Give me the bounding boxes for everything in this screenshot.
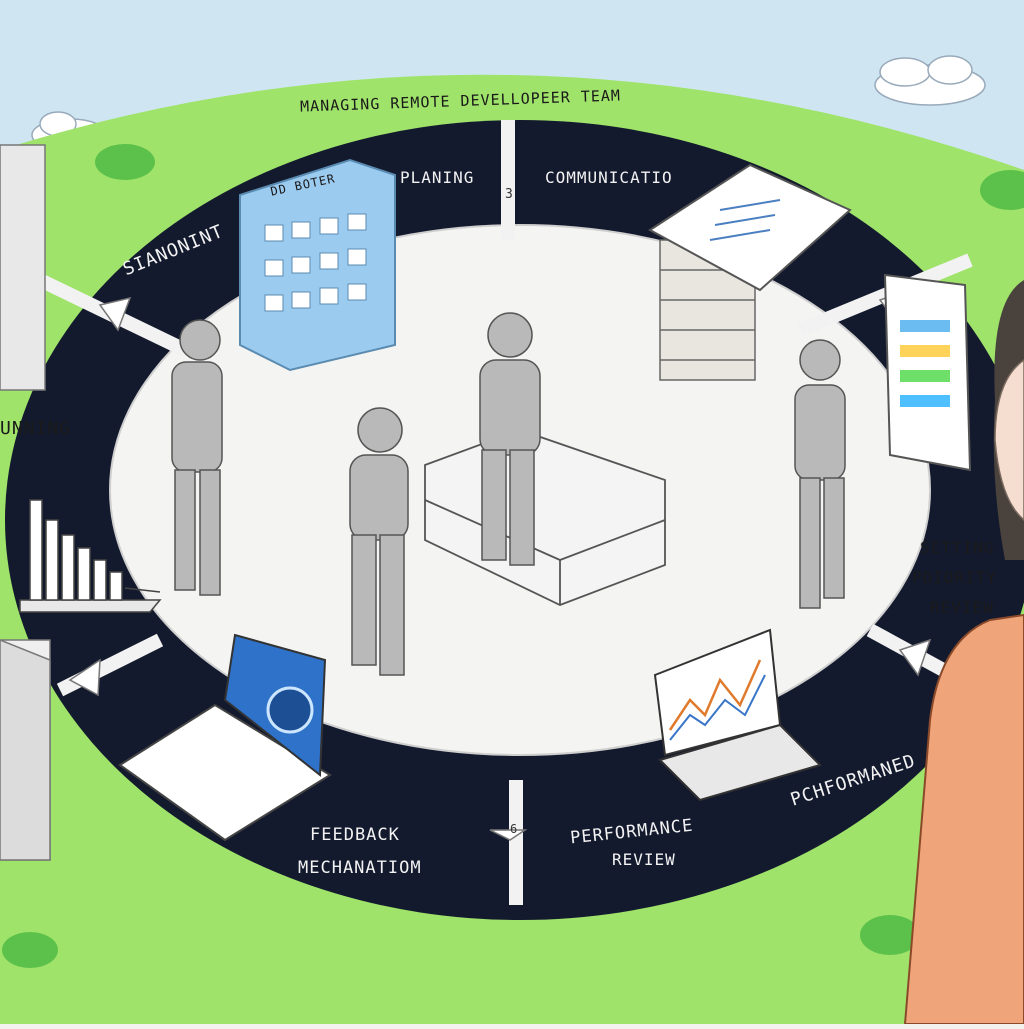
stage-label-review: REVIEW <box>930 598 994 617</box>
person-icon <box>479 312 541 566</box>
stage-label-communication: COMMUNICATIO <box>545 168 673 187</box>
person-icon <box>171 319 223 596</box>
person-icon <box>349 407 409 676</box>
laptop-icon <box>653 628 822 802</box>
step-marker: 3 <box>505 187 514 202</box>
laptop-icon <box>118 633 332 842</box>
clipboard-icon <box>648 163 852 292</box>
stage-label-priority: PDIORITY <box>912 568 998 587</box>
stage-label-setting: SETTING <box>920 538 995 557</box>
step-marker: 6 <box>510 822 519 836</box>
building-icon <box>0 144 51 861</box>
stage-label-planning: PLANING <box>400 168 475 187</box>
cloud-icon <box>874 55 986 106</box>
bush-icon <box>2 144 1024 968</box>
observer-person-icon <box>903 280 1024 1025</box>
stage-label-mechanism: MECHANATIOM <box>298 858 422 878</box>
stage-label-performance-review: REVIEW <box>612 850 676 869</box>
stage-label-running: UNNING <box>0 418 72 439</box>
notebook-icon <box>883 273 972 472</box>
bar-chart-icon <box>19 499 162 613</box>
kanban-board-icon <box>239 158 396 372</box>
person-icon <box>794 339 846 609</box>
stage-label-feedback: FEEDBACK <box>310 825 400 845</box>
